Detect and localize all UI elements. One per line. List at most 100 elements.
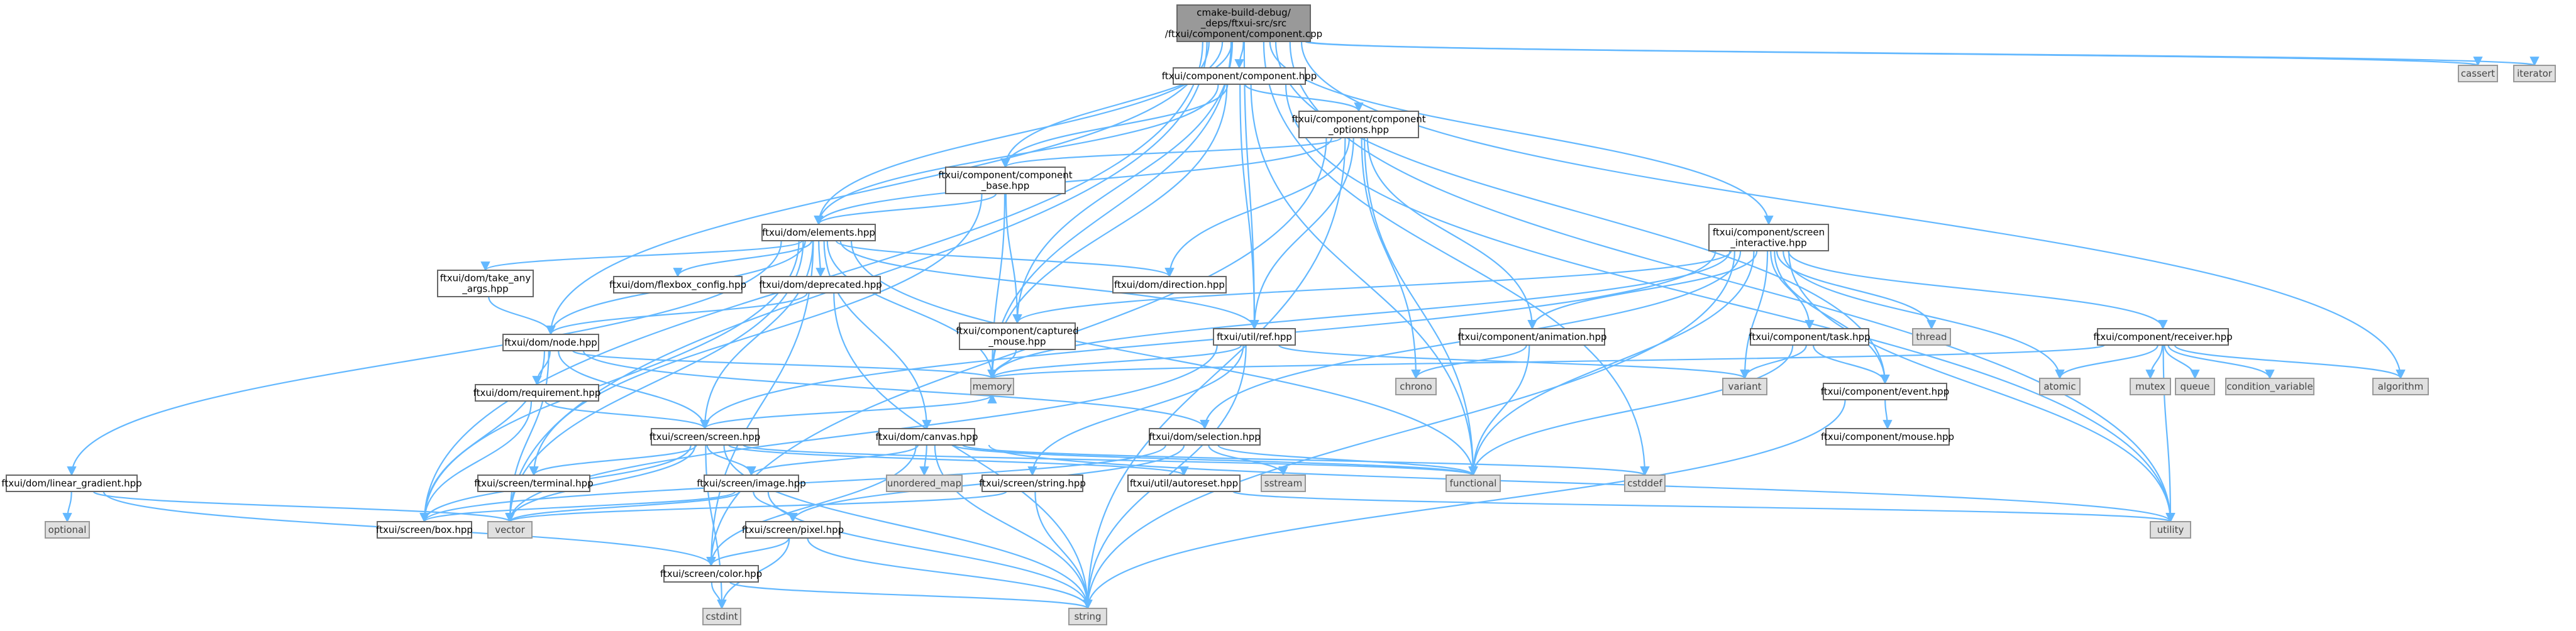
node-linear-gradient-hpp[interactable]: ftxui/dom/linear_gradient.hpp — [1, 475, 142, 492]
edge-canvas_hpp-to-unordered_map — [919, 444, 929, 476]
node-box — [1825, 428, 1950, 446]
node-label: ftxui/screen/image.hpp — [697, 478, 805, 489]
node-event-hpp[interactable]: ftxui/component/event.hpp — [1821, 383, 1949, 400]
node-selection-hpp[interactable]: ftxui/dom/selection.hpp — [1149, 428, 1261, 446]
node-box — [1395, 378, 1437, 395]
node-label: atomic — [2043, 381, 2076, 392]
edge-elements_hpp-to-canvas_hpp — [823, 240, 932, 430]
node-label: sstream — [1264, 478, 1302, 489]
node-optional: optional — [45, 521, 90, 539]
node-take-any-args-hpp[interactable]: ftxui/dom/take_any_args.hpp — [437, 270, 534, 297]
node-pixel-hpp[interactable]: ftxui/screen/pixel.hpp — [742, 521, 844, 539]
node-mouse-hpp[interactable]: ftxui/component/mouse.hpp — [1821, 428, 1954, 446]
edge-screen_interactive_hpp-to-receiver_hpp — [1788, 250, 2168, 330]
node-label: _args.hpp — [462, 283, 508, 295]
node-box — [663, 565, 759, 583]
node-elements-hpp[interactable]: ftxui/dom/elements.hpp — [761, 224, 876, 241]
node-cstddef: cstddef — [1624, 475, 1666, 492]
node-label: utility — [2157, 524, 2184, 535]
node-box — [475, 384, 599, 402]
node-node-hpp[interactable]: ftxui/dom/node.hpp — [502, 334, 599, 351]
node-terminal-hpp[interactable]: ftxui/screen/terminal.hpp — [474, 475, 594, 492]
node-box — [1446, 475, 1501, 492]
node-label: thread — [1916, 331, 1947, 343]
node-algorithm: algorithm — [2372, 378, 2429, 395]
node-label: ftxui/screen/terminal.hpp — [474, 478, 593, 489]
node-label: cstddef — [1627, 478, 1662, 489]
edge-deprecated_hpp-to-node_hpp — [546, 292, 808, 336]
node-utility: utility — [2150, 521, 2191, 539]
edge-component_options_hpp-to-string — [1083, 137, 1346, 610]
node-screen-hpp[interactable]: ftxui/screen/screen.hpp — [650, 428, 761, 446]
node-animation-hpp[interactable]: ftxui/component/animation.hpp — [1457, 328, 1607, 346]
node-label: mutex — [2135, 381, 2165, 392]
edge-screen_hpp-to-autoreset_hpp — [728, 444, 1189, 476]
edge-receiver_hpp-to-utility — [2162, 344, 2175, 523]
edge-component_cpp-to-iterator — [1307, 40, 2539, 67]
node-label: ftxui/component/receiver.hpp — [2093, 331, 2232, 343]
node-box — [1708, 224, 1829, 251]
node-box — [886, 475, 963, 492]
node-label: ftxui/dom/canvas.hpp — [875, 431, 978, 442]
edge-screen_hpp-to-cstdint — [705, 444, 727, 610]
node-string-hpp[interactable]: ftxui/screen/string.hpp — [979, 475, 1086, 492]
edge-component_options_hpp-to-animation_hpp — [1366, 137, 1537, 330]
node-memory: memory — [970, 378, 1014, 395]
edge-component_options_hpp-to-chrono — [1361, 137, 1421, 380]
node-component-hpp[interactable]: ftxui/component/component.hpp — [1162, 67, 1317, 85]
edge-pixel_hpp-to-color_hpp — [706, 537, 790, 567]
node-autoreset-hpp[interactable]: ftxui/util/autoreset.hpp — [1127, 475, 1241, 492]
node-requirement-hpp[interactable]: ftxui/dom/requirement.hpp — [473, 384, 601, 402]
node-label: iterator — [2517, 68, 2553, 79]
node-label: ftxui/screen/box.hpp — [376, 524, 473, 535]
node-box — [2175, 378, 2215, 395]
node-component-cpp[interactable]: cmake-build-debug/_deps/ftxui-src/src/ft… — [1165, 4, 1322, 42]
node-component-options-hpp[interactable]: ftxui/component/component_options.hpp — [1291, 111, 1426, 138]
node-box — [1213, 328, 1296, 346]
node-flexbox-config-hpp[interactable]: ftxui/dom/flexbox_config.hpp — [609, 276, 746, 294]
edge-component_cpp-to-component_base_hpp — [1000, 41, 1233, 168]
node-box — [981, 475, 1083, 492]
edge-component_options_hpp-to-component_base_hpp — [1000, 136, 1342, 168]
node-box — [1722, 378, 1767, 395]
edge-elements_hpp-to-screen_hpp — [700, 240, 814, 430]
node-task-hpp[interactable]: ftxui/component/task.hpp — [1749, 328, 1871, 346]
node-unordered-map: unordered_map — [886, 475, 963, 492]
edge-component_hpp-to-component_options_hpp — [1244, 84, 1364, 112]
edge-elements_hpp-to-memory — [826, 240, 997, 380]
node-captured-mouse-hpp[interactable]: ftxui/component/captured_mouse.hpp — [956, 322, 1079, 350]
edge-event_hpp-to-string — [1083, 399, 1846, 610]
node-label: cassert — [2461, 68, 2495, 79]
node-ref-hpp[interactable]: ftxui/util/ref.hpp — [1213, 328, 1296, 346]
edge-ref_hpp-to-string_hpp — [1027, 344, 1244, 476]
node-vector: vector — [487, 521, 533, 539]
node-direction-hpp[interactable]: ftxui/dom/direction.hpp — [1112, 276, 1227, 294]
node-label: string — [1074, 611, 1101, 622]
node-box — [761, 224, 876, 241]
node-label: ftxui/dom/flexbox_config.hpp — [609, 279, 746, 291]
node-deprecated-hpp[interactable]: ftxui/dom/deprecated.hpp — [759, 276, 882, 294]
edge-string_hpp-to-string — [1034, 491, 1093, 610]
node-queue: queue — [2175, 378, 2215, 395]
edge-screen_hpp-to-functional — [743, 444, 1478, 476]
node-component-base-hpp[interactable]: ftxui/component/component_base.hpp — [938, 167, 1073, 194]
node-box — [959, 322, 1076, 350]
node-label: ftxui/dom/elements.hpp — [762, 227, 875, 238]
node-image-hpp[interactable]: ftxui/screen/image.hpp — [697, 475, 806, 492]
node-label: /ftxui/component/component.cpp — [1165, 28, 1322, 40]
edge-component_options_hpp-to-ref_hpp — [1249, 137, 1354, 330]
node-screen-interactive-hpp[interactable]: ftxui/component/screen_interactive.hpp — [1708, 224, 1829, 251]
node-receiver-hpp[interactable]: ftxui/component/receiver.hpp — [2093, 328, 2233, 346]
node-label: ftxui/util/autoreset.hpp — [1130, 478, 1238, 489]
node-color-hpp[interactable]: ftxui/screen/color.hpp — [660, 565, 762, 583]
node-label: ftxui/dom/deprecated.hpp — [759, 279, 882, 290]
node-label: _mouse.hpp — [988, 336, 1046, 348]
node-box — [1750, 328, 1869, 346]
edge-string_hpp-to-vector — [505, 490, 1007, 523]
node-box — [1176, 4, 1311, 42]
node-box-hpp[interactable]: ftxui/screen/box.hpp — [376, 521, 473, 539]
node-canvas-hpp[interactable]: ftxui/dom/canvas.hpp — [875, 428, 978, 446]
edge-receiver_hpp-to-memory — [988, 344, 2105, 380]
edge-elements_hpp-to-ref_hpp — [839, 240, 1259, 330]
